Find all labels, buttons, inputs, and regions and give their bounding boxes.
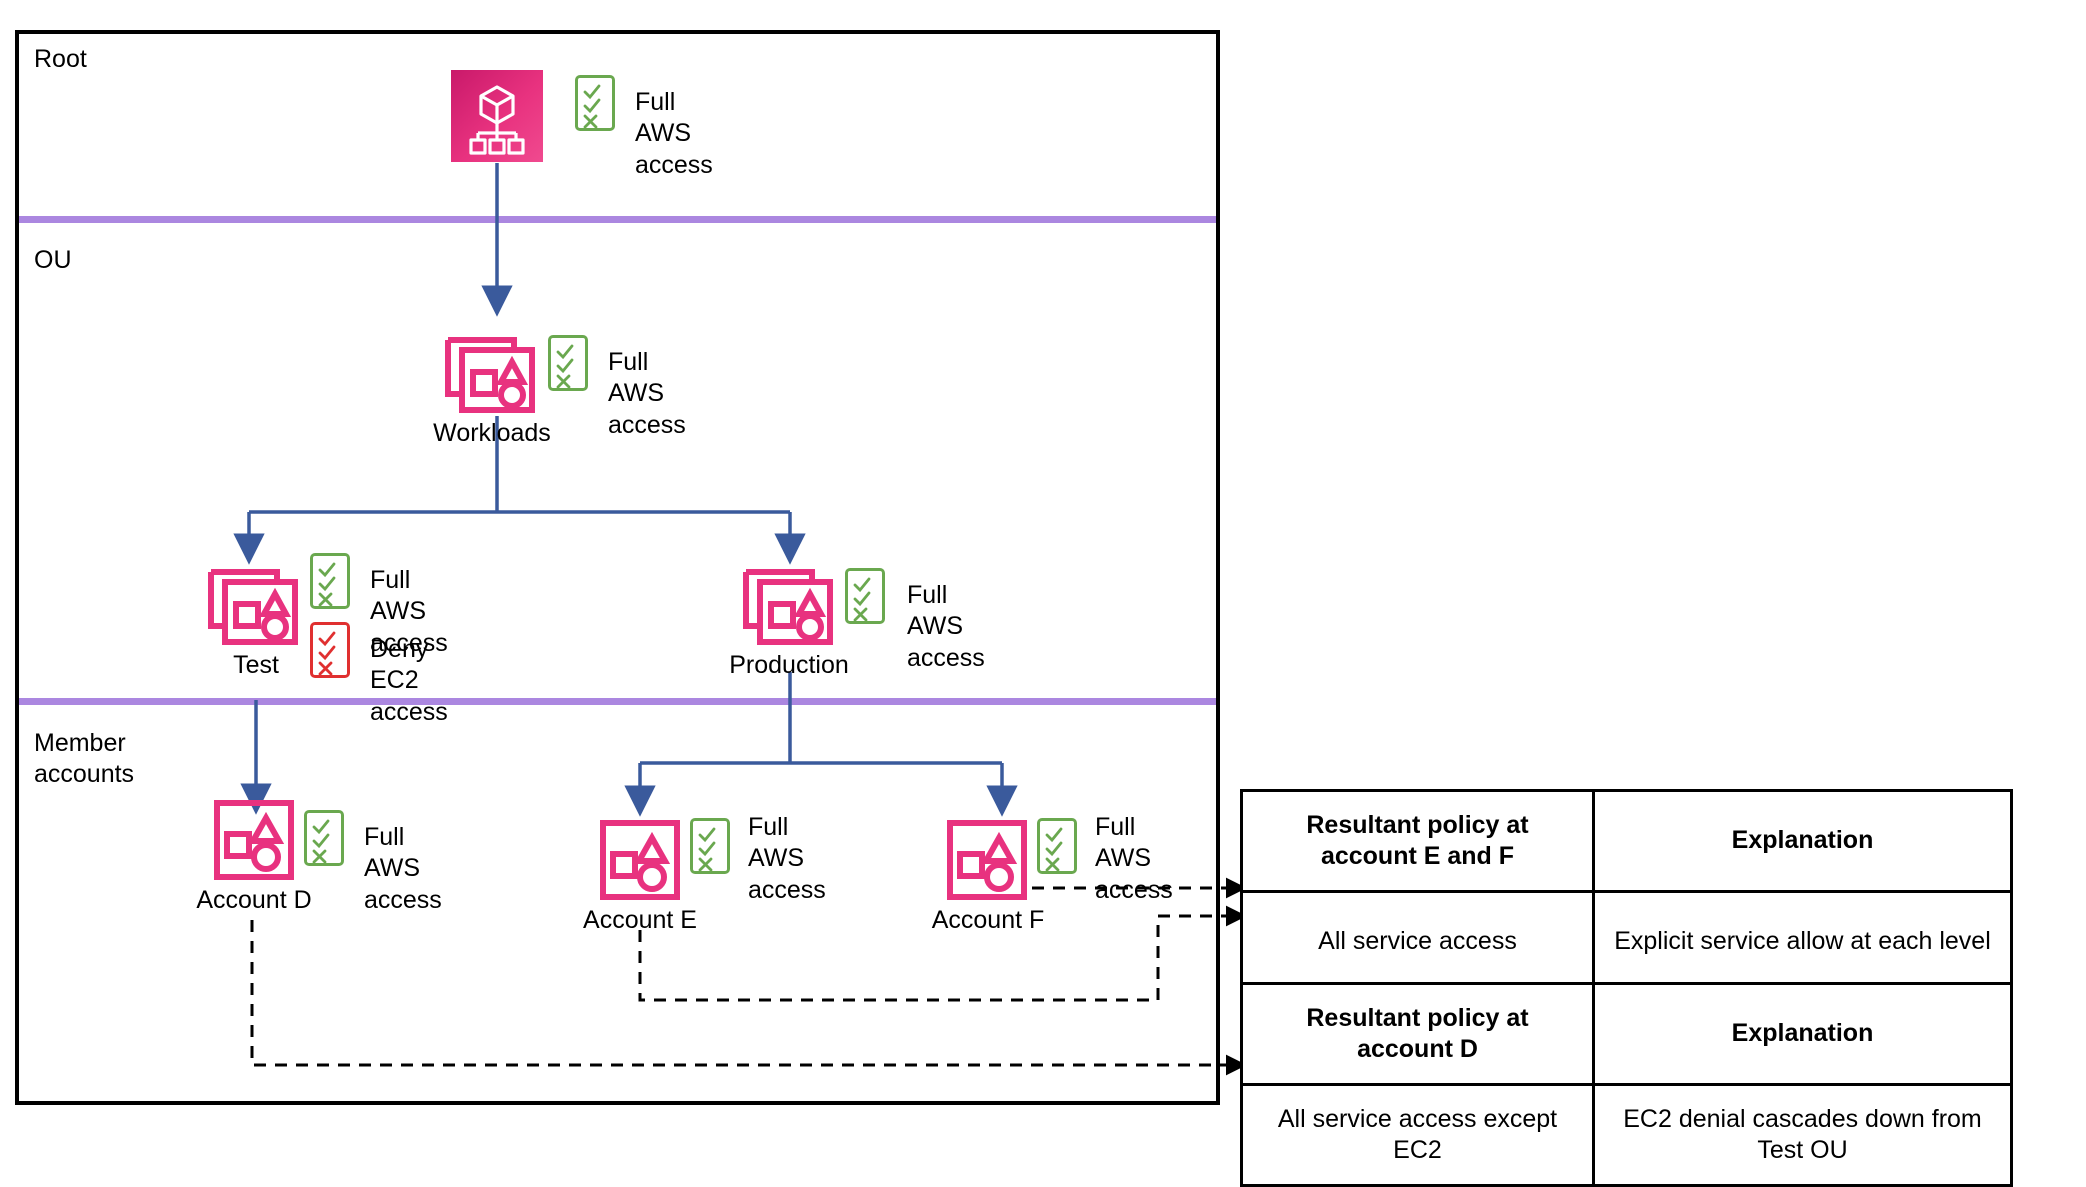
table-header-cell-resultant-policy: Resultant policy at account E and F <box>1240 789 1595 893</box>
policy-chip-allow[interactable] <box>548 335 588 391</box>
policy-label-account-d-allow: Full AWS access <box>364 823 442 914</box>
aws-account-icon <box>945 818 1029 907</box>
policy-label-account-f-allow: Full AWS access <box>1095 813 1173 904</box>
band-label-ou: OU <box>34 246 72 274</box>
result-table-account-d: Resultant policy at account D Explanatio… <box>1240 982 2013 1187</box>
table-row: All service access Explicit service allo… <box>1240 890 2013 994</box>
table-cell-explanation: EC2 denial cascades down from Test OU <box>1592 1083 2013 1187</box>
policy-chip-allow[interactable] <box>1037 818 1077 874</box>
policy-chip-allow[interactable] <box>845 568 885 624</box>
aws-organizations-root-icon <box>451 70 543 162</box>
organizational-unit-icon <box>740 550 838 653</box>
organizational-unit-icon <box>442 318 540 421</box>
organization-frame <box>15 30 1220 1105</box>
table-header-cell-explanation: Explanation <box>1592 789 2013 893</box>
band-label-root: Root <box>34 45 87 73</box>
policy-label-test-deny: Deny EC2 access <box>370 635 448 726</box>
policy-chip-deny[interactable] <box>310 622 350 678</box>
node-label-production: Production <box>729 651 849 679</box>
table-header-row: Resultant policy at account E and F Expl… <box>1240 789 2013 893</box>
result-table-accounts-ef: Resultant policy at account E and F Expl… <box>1240 789 2013 994</box>
policy-label-root-allow: Full AWS access <box>635 88 713 179</box>
policy-label-test-allow: Full AWS access <box>370 566 448 657</box>
policy-chip-allow[interactable] <box>310 553 350 609</box>
policy-chip-allow[interactable] <box>575 75 615 131</box>
policy-label-account-e-allow: Full AWS access <box>748 813 826 904</box>
band-label-member-accounts: Member accounts <box>34 729 135 789</box>
node-label-account-e: Account E <box>583 906 697 934</box>
table-cell-resultant-policy: All service access except EC2 <box>1240 1083 1595 1187</box>
node-label-account-f: Account F <box>931 906 1045 934</box>
node-label-workloads: Workloads <box>433 419 551 447</box>
node-label-account-d: Account D <box>196 886 312 914</box>
organizational-unit-icon <box>205 550 303 653</box>
band-divider-ou-members <box>19 698 1216 705</box>
aws-account-icon <box>598 818 682 907</box>
table-header-cell-explanation: Explanation <box>1592 982 2013 1086</box>
diagram-canvas: Root OU Member accounts <box>15 30 2013 1187</box>
table-cell-explanation: Explicit service allow at each level <box>1592 890 2013 994</box>
table-cell-resultant-policy: All service access <box>1240 890 1595 994</box>
table-header-cell-resultant-policy: Resultant policy at account D <box>1240 982 1595 1086</box>
policy-label-workloads-allow: Full AWS access <box>608 348 686 439</box>
policy-chip-allow[interactable] <box>304 810 344 866</box>
table-header-row: Resultant policy at account D Explanatio… <box>1240 982 2013 1086</box>
policy-label-production-allow: Full AWS access <box>907 581 985 672</box>
policy-chip-allow[interactable] <box>690 818 730 874</box>
aws-account-icon <box>212 798 296 887</box>
node-label-test: Test <box>233 651 279 679</box>
table-row: All service access except EC2 EC2 denial… <box>1240 1083 2013 1187</box>
band-divider-root-ou <box>19 216 1216 223</box>
